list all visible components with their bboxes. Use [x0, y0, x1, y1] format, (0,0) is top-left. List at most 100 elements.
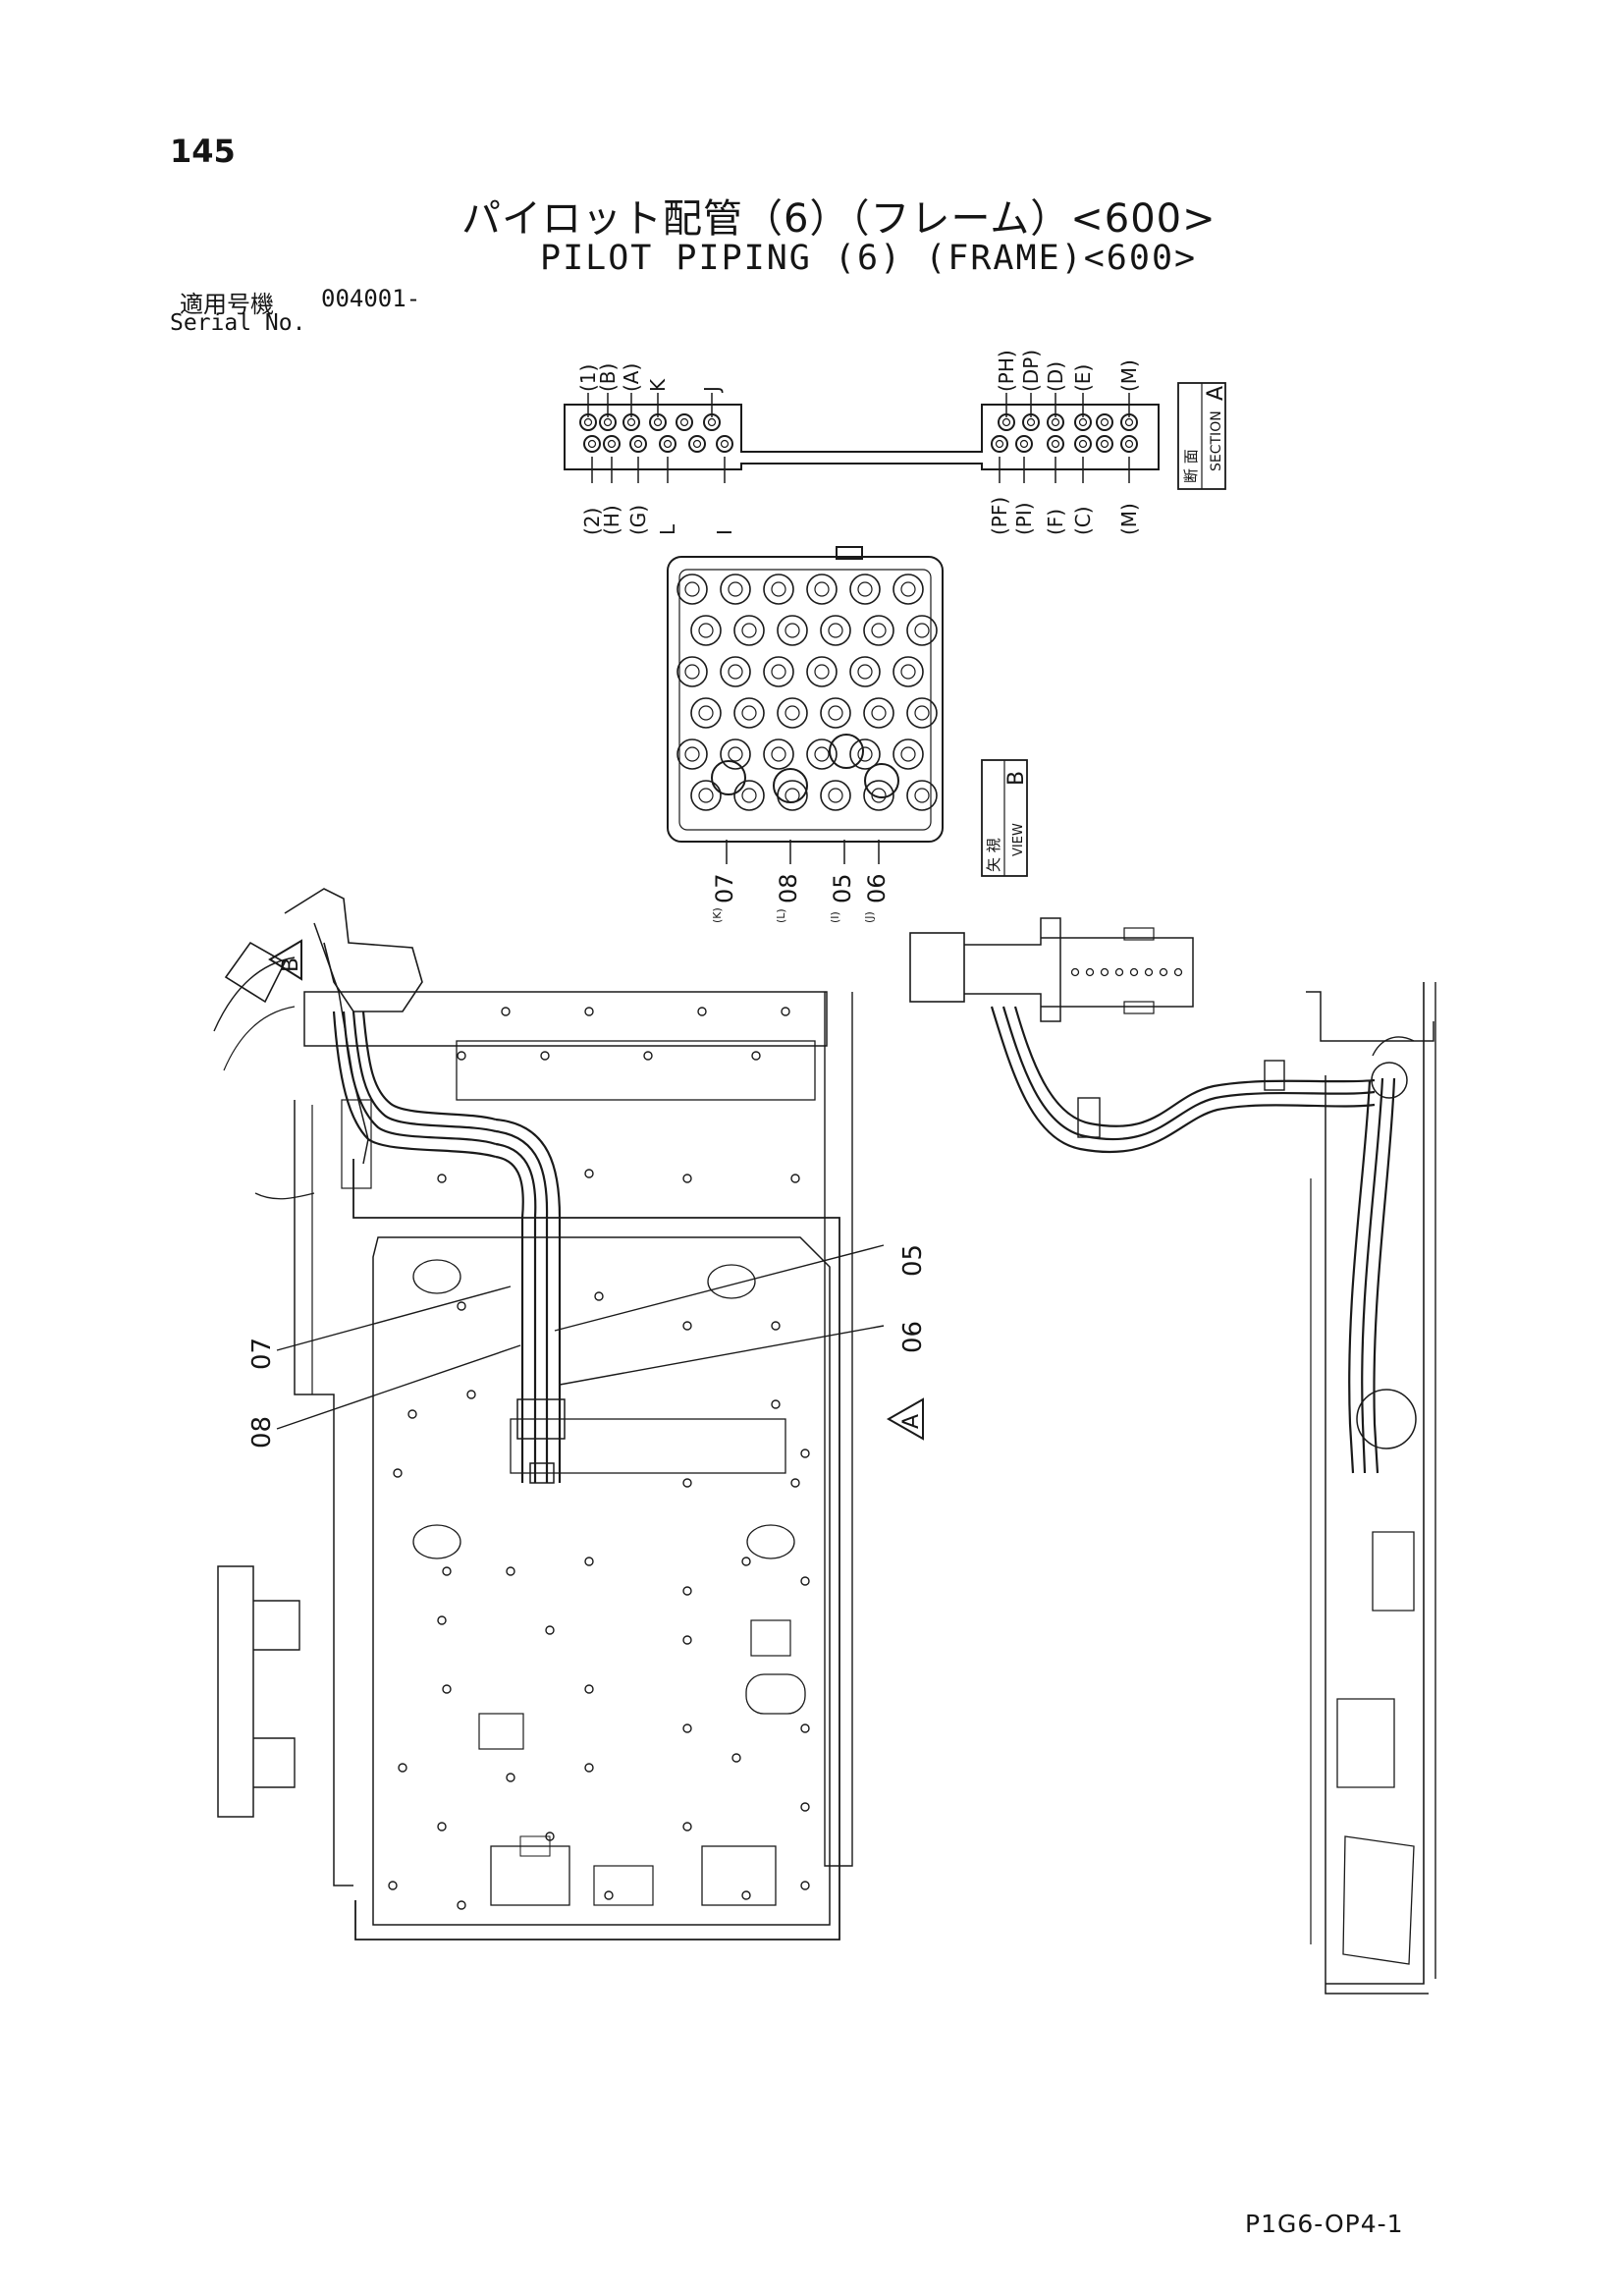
port-fitting-core: [1026, 417, 1036, 427]
port-fitting-core: [603, 417, 613, 427]
frame-hole: [731, 1753, 741, 1763]
port-fitting-core: [583, 417, 593, 427]
port-fitting: [688, 435, 706, 453]
frame-hole: [407, 1409, 417, 1419]
port-fitting-core: [1100, 439, 1109, 449]
valve-port-bore: [771, 664, 786, 680]
port-fitting: [1015, 435, 1033, 453]
frame-hole: [682, 1174, 692, 1183]
valve-port-boss: [806, 738, 838, 770]
port-fitting: [1096, 413, 1113, 431]
frame-hole: [751, 1051, 761, 1061]
frame-hole: [800, 1576, 810, 1586]
valve-port-bore: [741, 788, 757, 803]
valve-port-bore: [771, 746, 786, 762]
frame-hole: [682, 1321, 692, 1331]
side-view-bolts: [1070, 967, 1183, 977]
valve-port-boss: [777, 697, 808, 729]
main-frame-hoses: [332, 1011, 566, 1484]
frame-hole: [584, 1007, 594, 1016]
frame-hole: [506, 1566, 515, 1576]
callout-part-07: 07: [247, 1338, 277, 1370]
valve-port-bore: [871, 788, 887, 803]
section-a-label-2: (2): [580, 508, 604, 535]
page-title-english: PILOT PIPING (6) (FRAME)<600>: [540, 239, 1198, 278]
section-a-label-1: (1): [576, 364, 600, 392]
view-b-part-08: 08: [775, 873, 802, 903]
port-fitting-core: [663, 439, 673, 449]
frame-hole: [545, 1625, 555, 1635]
valve-port-bore: [684, 664, 700, 680]
valve-port-boss: [763, 656, 794, 687]
serial-label-english: Serial No.: [170, 310, 306, 336]
frame-hole: [584, 1169, 594, 1178]
frame-hole: [388, 1881, 398, 1890]
valve-port-boss: [820, 780, 851, 811]
frame-hole: [800, 1802, 810, 1812]
port-fitting: [659, 435, 676, 453]
view-b-part-05: 05: [829, 873, 856, 903]
valve-port-boss: [820, 697, 851, 729]
frame-hole: [682, 1822, 692, 1831]
valve-port-boss: [849, 738, 881, 770]
valve-port-boss: [733, 697, 765, 729]
section-a-label-b: (B): [596, 363, 620, 392]
port-fitting-core: [1100, 417, 1109, 427]
frame-hole: [697, 1007, 707, 1016]
port-fitting-core: [1078, 417, 1088, 427]
port-fitting-core: [1051, 439, 1060, 449]
section-a-tag-japanese: 断 面: [1182, 449, 1200, 483]
section-a-label-pi: (PI): [1012, 502, 1036, 535]
port-fitting-core: [1078, 439, 1088, 449]
callout-part-05: 05: [898, 1244, 928, 1277]
port-fitting: [716, 435, 733, 453]
port-fitting-core: [1124, 417, 1134, 427]
port-fitting-core: [707, 417, 717, 427]
valve-port-boss: [733, 615, 765, 646]
valve-port-boss: [849, 656, 881, 687]
view-b-port-k: (K): [711, 907, 724, 923]
flange-bolt: [1100, 967, 1109, 977]
frame-hole: [437, 1822, 447, 1831]
part-callout-leaders: [276, 1244, 885, 1430]
section-a-tag-letter: A: [1204, 386, 1228, 401]
frame-hole: [457, 1051, 466, 1061]
valve-port-bore: [900, 746, 916, 762]
valve-port-bore: [871, 623, 887, 638]
valve-port-bore: [871, 705, 887, 721]
view-b-part-07: 07: [711, 873, 738, 903]
valve-port-bore: [900, 581, 916, 597]
marker-b-letter: B: [279, 957, 303, 972]
valve-port-bore: [857, 746, 873, 762]
port-fitting-core: [1001, 417, 1011, 427]
frame-hole: [643, 1051, 653, 1061]
flange-bolt: [1144, 967, 1154, 977]
valve-port-boss: [690, 615, 722, 646]
valve-port-boss: [720, 738, 751, 770]
valve-port-boss: [676, 574, 708, 605]
valve-port-bore: [684, 746, 700, 762]
frame-hole: [800, 1449, 810, 1458]
valve-port-boss: [863, 615, 894, 646]
port-fitting: [1120, 435, 1138, 453]
section-a-label-k: K: [646, 378, 670, 392]
valve-port-boss: [690, 697, 722, 729]
valve-port-boss: [806, 574, 838, 605]
view-marker-b: [268, 939, 302, 981]
view-b-part-06: 06: [863, 873, 891, 903]
frame-hole: [442, 1566, 452, 1576]
frame-hole: [466, 1390, 476, 1399]
valve-port-boss: [906, 615, 938, 646]
view-b-port-l: (L): [775, 908, 787, 923]
valve-port-boss: [720, 656, 751, 687]
port-fitting-core: [679, 417, 689, 427]
valve-outlet-port: [864, 763, 899, 798]
frame-hole: [442, 1684, 452, 1694]
valve-port-bore: [814, 746, 830, 762]
valve-port-bore: [771, 581, 786, 597]
valve-port-boss: [763, 574, 794, 605]
valve-port-boss: [906, 697, 938, 729]
valve-outlet-port: [711, 760, 746, 795]
valve-port-boss: [690, 780, 722, 811]
